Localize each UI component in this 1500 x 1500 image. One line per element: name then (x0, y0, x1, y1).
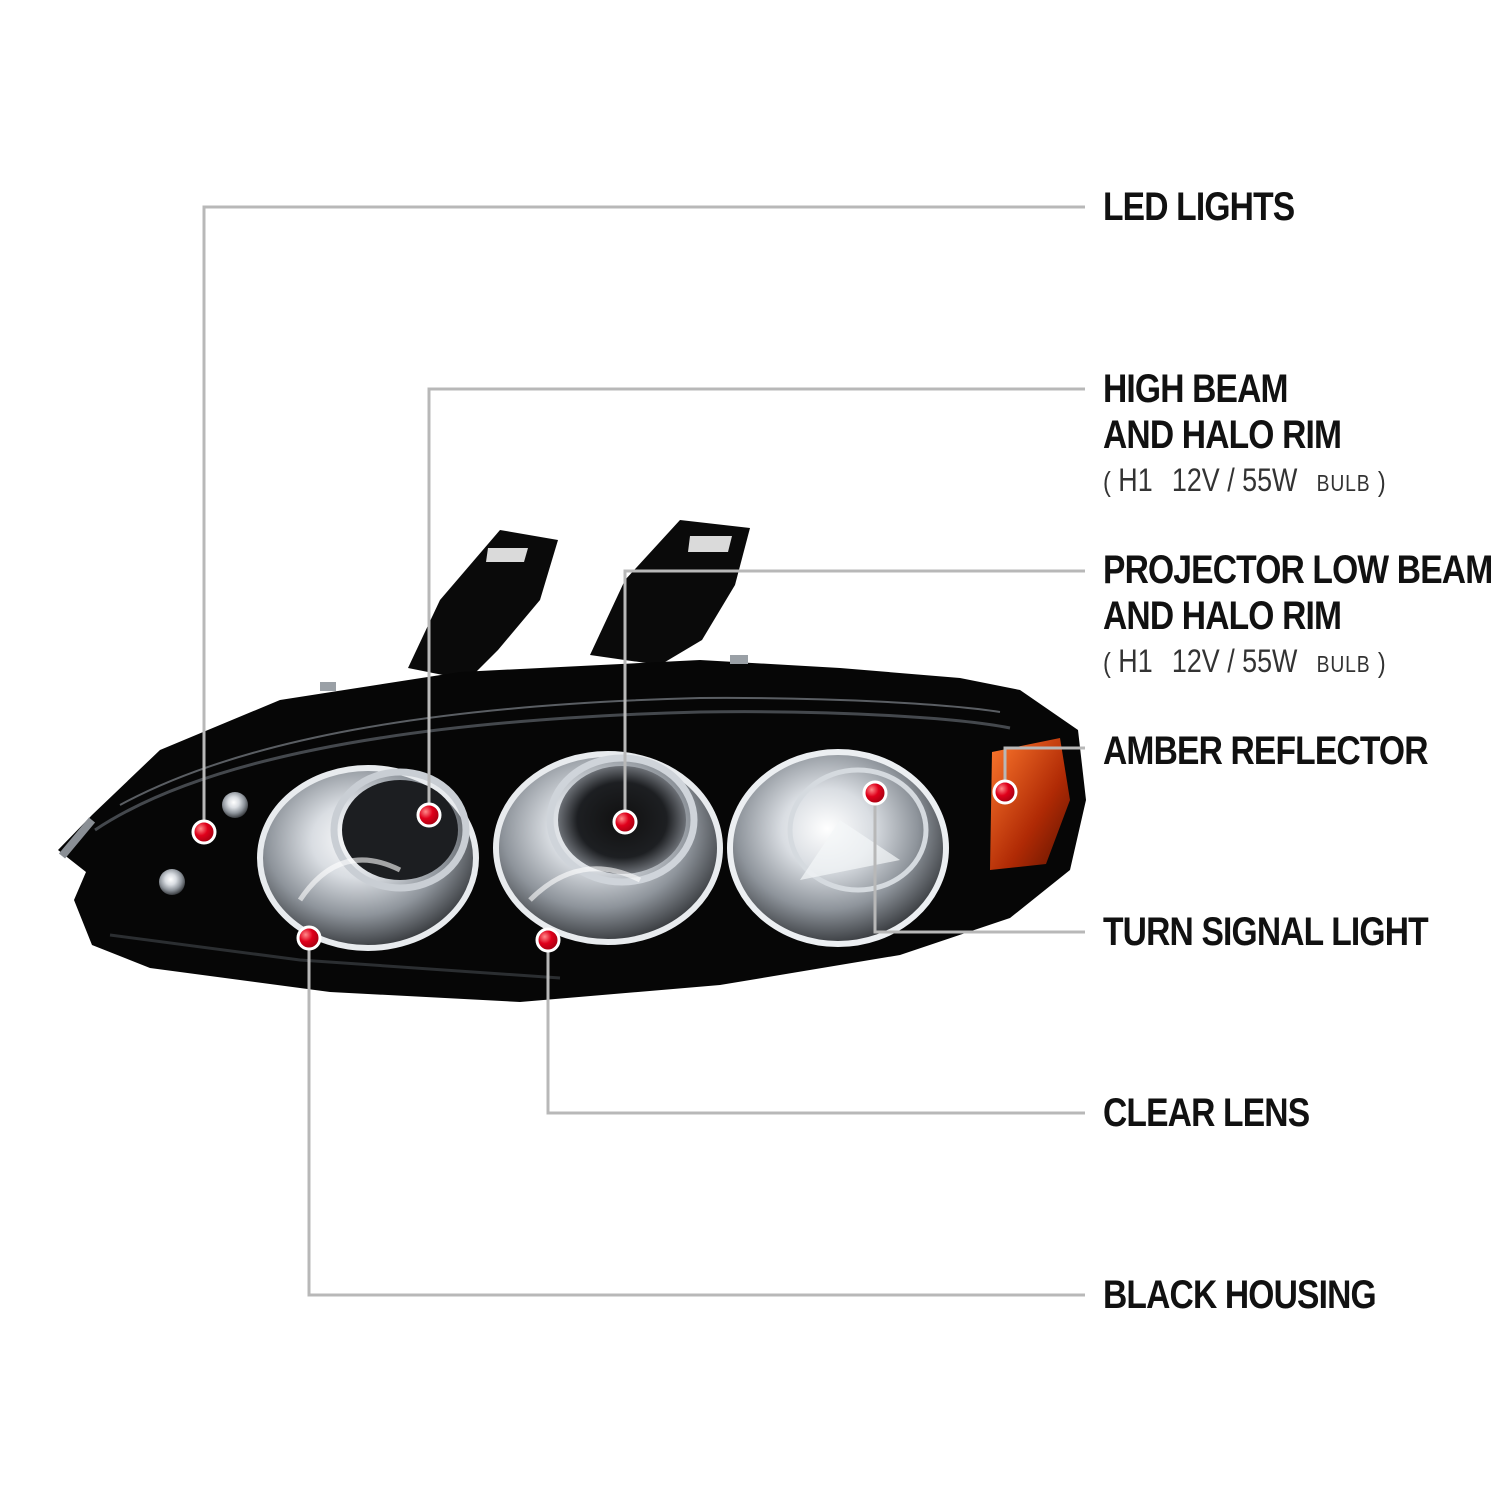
leader-low-beam (623, 569, 1085, 822)
marker-turn-signal (862, 780, 888, 806)
spec-close-paren: ) (1377, 466, 1386, 497)
spec-bulb-type: H1 (1118, 643, 1153, 679)
label-led-lights: LED LIGHTS (1103, 184, 1295, 230)
marker-black-housing (296, 925, 322, 951)
spec-voltage: 12V / 55W (1171, 643, 1298, 679)
leader-black-housing (307, 938, 1085, 1297)
label-low-beam-line2: AND HALO RIM (1103, 594, 1342, 638)
label-high-beam-line2: AND HALO RIM (1103, 413, 1342, 457)
callout-markers (191, 779, 1018, 953)
label-led-lights-text: LED LIGHTS (1103, 185, 1295, 229)
leader-turn-signal (873, 793, 1085, 934)
marker-high-beam (416, 802, 442, 828)
spec-voltage: 12V / 55W (1171, 462, 1298, 498)
label-turn-signal: TURN SIGNAL LIGHT (1103, 909, 1429, 955)
label-clear-lens: CLEAR LENS (1103, 1090, 1310, 1136)
turn-signal-lens (727, 749, 949, 947)
spec-unit: BULB (1316, 651, 1371, 677)
leader-clear-lens (546, 940, 1085, 1115)
mounting-brackets (408, 520, 750, 680)
high-beam-lens (257, 765, 479, 951)
marker-led-lights (191, 819, 217, 845)
label-high-beam: HIGH BEAM AND HALO RIM ( H1 12V / 55W BU… (1103, 366, 1386, 503)
leader-led-lights (202, 205, 1085, 832)
label-high-beam-line1: HIGH BEAM (1103, 367, 1289, 411)
label-low-beam: PROJECTOR LOW BEAM AND HALO RIM ( H1 12V… (1103, 547, 1493, 684)
marker-clear-lens (535, 927, 561, 953)
label-low-beam-line1: PROJECTOR LOW BEAM (1103, 548, 1493, 592)
amber-reflector (990, 738, 1070, 870)
label-clear-lens-text: CLEAR LENS (1103, 1091, 1310, 1135)
label-amber-reflector: AMBER REFLECTOR (1103, 728, 1428, 774)
marker-low-beam (612, 809, 638, 835)
projector-low-beam-lens (493, 751, 723, 945)
label-black-housing: BLACK HOUSING (1103, 1272, 1377, 1318)
label-amber-reflector-text: AMBER REFLECTOR (1103, 729, 1428, 773)
spec-open-paren: ( (1103, 647, 1111, 678)
spec-unit: BULB (1316, 470, 1371, 496)
label-black-housing-text: BLACK HOUSING (1103, 1273, 1377, 1317)
marker-amber-reflector (992, 779, 1018, 805)
spec-open-paren: ( (1103, 466, 1111, 497)
leader-lines (202, 205, 1085, 1297)
spec-bulb-type: H1 (1118, 462, 1153, 498)
label-turn-signal-text: TURN SIGNAL LIGHT (1103, 910, 1429, 954)
label-high-beam-spec: ( H1 12V / 55W BULB ) (1103, 460, 1386, 503)
spec-close-paren: ) (1377, 647, 1386, 678)
leader-amber-reflector (1003, 746, 1085, 792)
leader-high-beam (427, 387, 1085, 815)
label-low-beam-spec: ( H1 12V / 55W BULB ) (1103, 641, 1492, 684)
